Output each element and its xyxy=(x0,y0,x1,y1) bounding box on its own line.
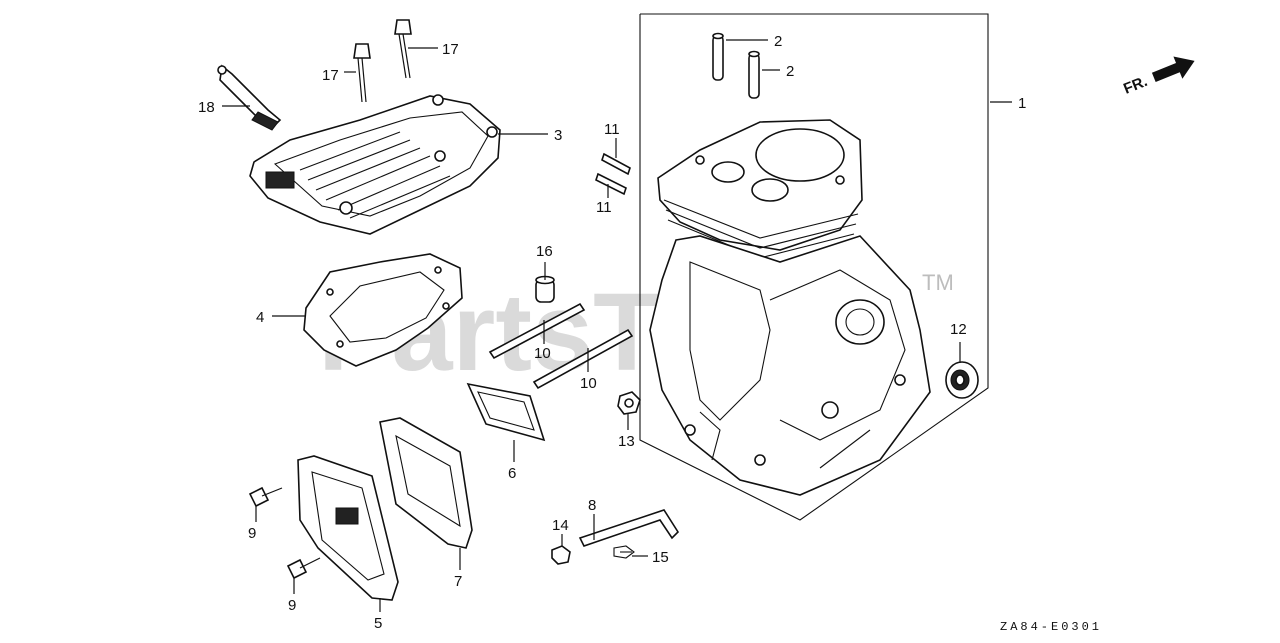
callout-2: 2 xyxy=(786,63,794,80)
callout-17: 17 xyxy=(322,67,339,84)
callout-10: 10 xyxy=(580,375,597,392)
callout-labels: 2 2 1 3 18 17 17 4 16 10 10 11 11 12 13 … xyxy=(198,33,1026,632)
callout-10: 10 xyxy=(534,345,551,362)
oil-seal-part[interactable] xyxy=(945,361,979,399)
callout-11: 11 xyxy=(604,121,620,138)
cylinder-block-part[interactable] xyxy=(639,13,989,521)
callout-9: 9 xyxy=(288,597,296,614)
callout-3: 3 xyxy=(554,127,562,144)
direction-arrow-icon xyxy=(1151,56,1195,83)
diagram-code: ZA84-E0301 xyxy=(1000,620,1102,634)
breather-tube-part[interactable] xyxy=(578,509,680,547)
head-gasket-part[interactable] xyxy=(303,253,463,367)
spark-plug-part[interactable] xyxy=(217,64,282,131)
callout-4: 4 xyxy=(256,309,264,326)
callout-16: 16 xyxy=(536,243,553,260)
callout-15: 15 xyxy=(652,549,669,566)
leader-lines xyxy=(222,39,1012,612)
callout-1: 1 xyxy=(1018,95,1026,112)
cylinder-head-part[interactable] xyxy=(249,94,501,235)
front-direction-indicator: FR. xyxy=(1121,56,1195,98)
clip-part[interactable] xyxy=(613,545,635,559)
callout-6: 6 xyxy=(508,465,516,482)
dowel-sleeve-part[interactable] xyxy=(535,275,555,303)
callout-17: 17 xyxy=(442,41,459,58)
front-label: FR. xyxy=(1121,73,1150,98)
flange-nut-part[interactable] xyxy=(617,391,641,415)
cover-bolt-part[interactable] xyxy=(248,486,321,580)
callout-11: 11 xyxy=(596,199,612,216)
breather-plate-part[interactable] xyxy=(379,417,473,549)
callout-12: 12 xyxy=(950,321,967,338)
dowel-pin-part[interactable] xyxy=(712,32,760,99)
callout-8: 8 xyxy=(588,497,596,514)
flange-bolt-part[interactable] xyxy=(353,19,412,103)
callout-14: 14 xyxy=(552,517,569,534)
callout-9: 9 xyxy=(248,525,256,542)
watermark-tm: TM xyxy=(922,270,954,295)
callout-18: 18 xyxy=(198,99,215,116)
callout-13: 13 xyxy=(618,433,635,450)
callout-2: 2 xyxy=(774,33,782,50)
stud-bolt-part[interactable] xyxy=(488,302,634,390)
nut-part[interactable] xyxy=(551,545,571,565)
breather-gasket-part[interactable] xyxy=(466,382,546,442)
short-stud-part[interactable] xyxy=(595,152,631,196)
breather-cover-part[interactable] xyxy=(297,455,399,601)
callout-5: 5 xyxy=(374,615,382,632)
callout-7: 7 xyxy=(454,573,462,590)
